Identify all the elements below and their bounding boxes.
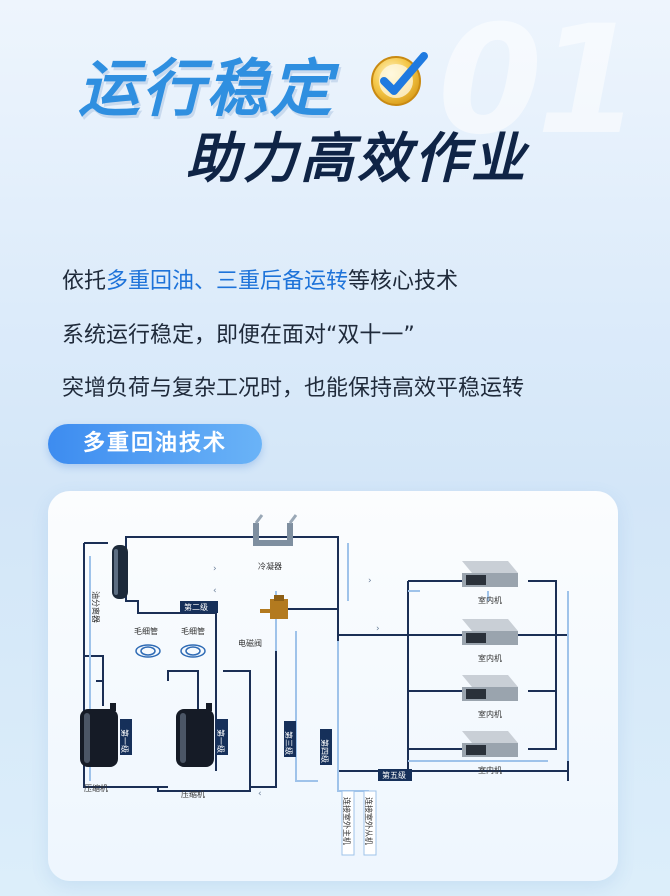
stage1-label-b: 第一级 bbox=[216, 729, 226, 753]
oil-return-diagram: › ‹ ‹ › › › › › › 冷凝器 油分离器 第二级 毛细管 毛 bbox=[80, 514, 569, 856]
oil-separator-icon bbox=[112, 545, 128, 599]
oil-separator-label: 油分离器 bbox=[91, 591, 101, 623]
condenser-label: 冷凝器 bbox=[258, 561, 282, 571]
indoor-unit-icon-4 bbox=[462, 731, 518, 757]
description-line-1: 依托多重回油、三重后备运转等核心技术 bbox=[62, 263, 458, 295]
main-title: 运行稳定 bbox=[78, 52, 335, 125]
cold-coil-icon bbox=[253, 514, 298, 546]
section-label-pill: 多重回油技术 bbox=[48, 424, 262, 464]
description-line-3: 突增负荷与复杂工况时，也能保持高效平稳运转 bbox=[62, 376, 525, 401]
check-badge-icon bbox=[371, 52, 428, 106]
sub-title: 助力高效作业 bbox=[186, 127, 528, 190]
compressor-label-b: 压缩机 bbox=[181, 789, 205, 799]
svg-text:›: › bbox=[213, 564, 217, 574]
diagram-card: › ‹ ‹ › › › › › › 冷凝器 油分离器 第二级 毛细管 毛 bbox=[48, 491, 618, 881]
indoor-unit-label-3: 室内机 bbox=[478, 709, 502, 719]
capillary-label-a: 毛细管 bbox=[134, 626, 158, 636]
stage4-label: 第四级 bbox=[320, 739, 330, 763]
capillary-coil-icon bbox=[135, 644, 206, 658]
solenoid-valve-label: 电磁阀 bbox=[238, 638, 262, 648]
solenoid-valve-icon bbox=[260, 595, 288, 619]
desc-highlight: 多重回油、三重后备运转 bbox=[106, 269, 349, 294]
desc-suffix: 等核心技术 bbox=[348, 269, 459, 294]
compressor-icon-b bbox=[176, 703, 214, 767]
desc-prefix: 依托 bbox=[62, 269, 107, 294]
background-number: 01 bbox=[438, 0, 641, 168]
indoor-unit-icon-2 bbox=[462, 619, 518, 645]
connect-master-label: 连接室外主机 bbox=[342, 797, 352, 845]
indoor-unit-label-1: 室内机 bbox=[478, 595, 502, 605]
svg-text:‹: ‹ bbox=[258, 789, 262, 799]
indoor-unit-label-4: 室内机 bbox=[478, 765, 502, 775]
compressor-icon-a bbox=[80, 703, 118, 767]
stage1-label-a: 第一级 bbox=[120, 729, 130, 753]
stage5-label: 第五级 bbox=[382, 770, 406, 780]
description-line-2: 系统运行稳定，即便在面对“双十一” bbox=[62, 323, 415, 348]
indoor-unit-label-2: 室内机 bbox=[478, 653, 502, 663]
svg-text:›: › bbox=[376, 624, 380, 634]
svg-text:›: › bbox=[368, 576, 372, 586]
indoor-unit-icon-3 bbox=[462, 675, 518, 701]
indoor-unit-icon-1 bbox=[462, 561, 518, 587]
compressor-label-a: 压缩机 bbox=[84, 783, 108, 793]
stage3-label: 第三级 bbox=[284, 731, 294, 755]
svg-text:‹: ‹ bbox=[213, 586, 217, 596]
stage2-label: 第二级 bbox=[184, 602, 208, 612]
capillary-label-b: 毛细管 bbox=[181, 626, 205, 636]
connect-slave-label: 连接室外从机 bbox=[364, 797, 374, 845]
